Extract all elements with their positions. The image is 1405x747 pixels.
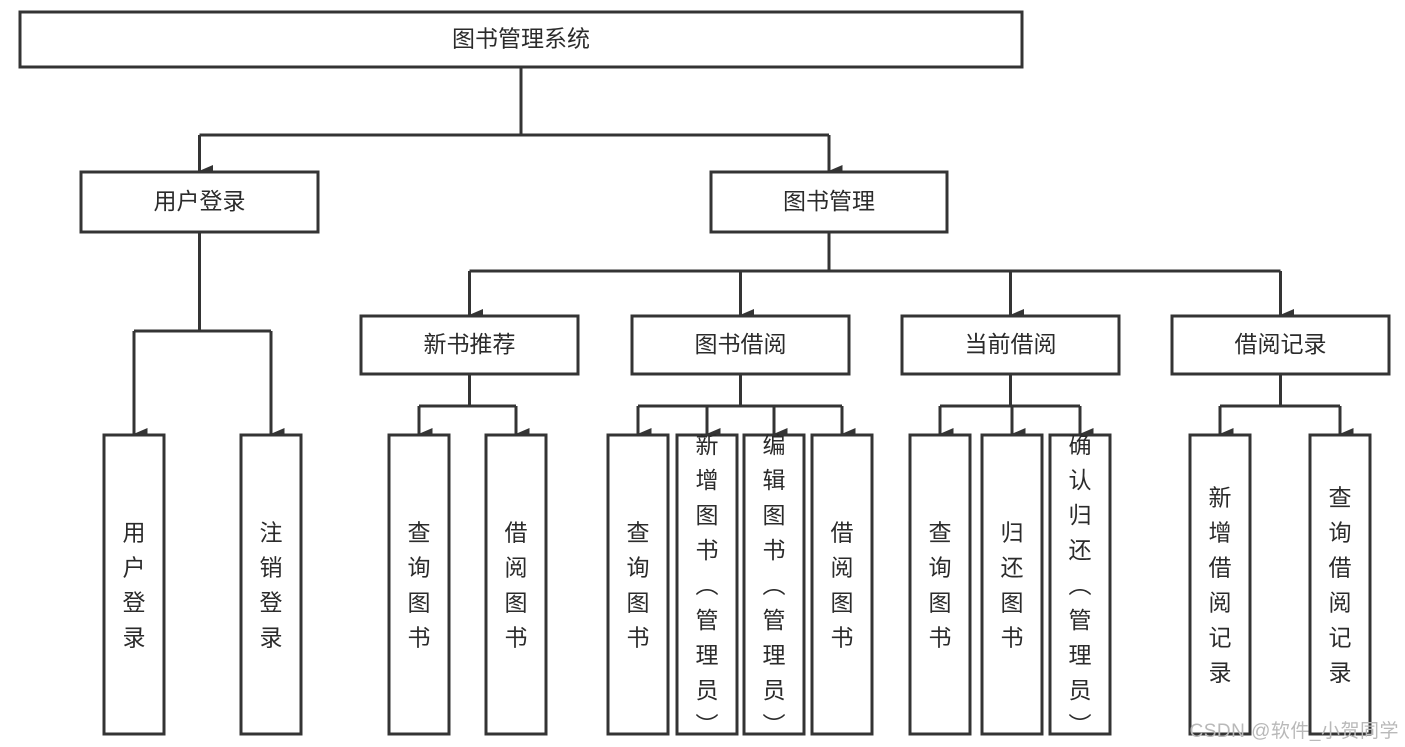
node-leaf-borrow-book[interactable]: 借阅图书: [810, 433, 874, 736]
node-leaf-user-login[interactable]: 用户登录: [102, 433, 166, 736]
node-leaf-add-borrow-record[interactable]: 新增借阅记录: [1188, 433, 1252, 736]
node-label-leaf-add-book-admin: 新增图书︵管理员︶: [696, 432, 719, 738]
node-borrow-records[interactable]: 借阅记录: [1170, 314, 1391, 376]
node-box-book-borrow[interactable]: [630, 314, 851, 376]
node-box-leaf-logout[interactable]: [239, 433, 303, 736]
node-label-leaf-query-book-current: 查询图书: [929, 520, 952, 651]
node-leaf-borrow-book-recommend[interactable]: 借阅图书: [484, 433, 548, 736]
node-label-leaf-query-book-recommend: 查询图书: [408, 520, 431, 651]
node-box-new-book-recommend[interactable]: [359, 314, 580, 376]
node-leaf-query-borrow-record[interactable]: 查询借阅记录: [1308, 433, 1372, 736]
node-leaf-query-book-borrow[interactable]: 查询图书: [606, 433, 670, 736]
node-box-user-login[interactable]: [79, 170, 320, 234]
connector-links: [132, 67, 1354, 440]
node-book-management[interactable]: 图书管理: [709, 170, 949, 234]
node-box-leaf-add-book-admin[interactable]: [675, 433, 739, 736]
node-root[interactable]: 图书管理系统: [18, 10, 1024, 69]
node-label-leaf-edit-book-admin: 编辑图书︵管理员︶: [763, 432, 786, 738]
node-leaf-query-book-current[interactable]: 查询图书: [908, 433, 972, 736]
node-box-leaf-query-book-borrow[interactable]: [606, 433, 670, 736]
node-box-leaf-query-book-recommend[interactable]: [387, 433, 451, 736]
node-label-leaf-return-book: 归还图书: [1001, 520, 1024, 651]
node-label-leaf-query-book-borrow: 查询图书: [627, 520, 650, 651]
node-leaf-add-book-admin[interactable]: 新增图书︵管理员︶: [675, 432, 739, 738]
node-box-leaf-borrow-book[interactable]: [810, 433, 874, 736]
watermark-text: CSDN @软件_小贺同学: [1189, 721, 1399, 742]
node-box-leaf-query-borrow-record[interactable]: [1308, 433, 1372, 736]
node-box-leaf-query-book-current[interactable]: [908, 433, 972, 736]
node-box-leaf-add-borrow-record[interactable]: [1188, 433, 1252, 736]
node-label-user-login: 用户登录: [154, 188, 246, 214]
node-box-current-borrow[interactable]: [900, 314, 1121, 376]
node-label-leaf-borrow-book-recommend: 借阅图书: [505, 520, 528, 651]
node-label-leaf-add-borrow-record: 新增借阅记录: [1209, 485, 1232, 686]
node-label-book-management: 图书管理: [783, 188, 875, 214]
node-label-root: 图书管理系统: [452, 26, 590, 52]
node-box-leaf-edit-book-admin[interactable]: [742, 433, 806, 736]
node-leaf-edit-book-admin[interactable]: 编辑图书︵管理员︶: [742, 432, 806, 738]
node-label-leaf-user-login: 用户登录: [123, 520, 146, 651]
node-leaf-return-book[interactable]: 归还图书: [980, 433, 1044, 736]
node-label-leaf-borrow-book: 借阅图书: [831, 520, 854, 651]
node-box-leaf-borrow-book-recommend[interactable]: [484, 433, 548, 736]
node-label-leaf-query-borrow-record: 查询借阅记录: [1329, 485, 1352, 686]
node-boxes: 图书管理系统用户登录图书管理新书推荐图书借阅当前借阅借阅记录用户登录注销登录查询…: [18, 10, 1391, 738]
node-new-book-recommend[interactable]: 新书推荐: [359, 314, 580, 376]
node-current-borrow[interactable]: 当前借阅: [900, 314, 1121, 376]
node-label-leaf-logout: 注销登录: [260, 520, 283, 651]
node-box-book-management[interactable]: [709, 170, 949, 234]
node-label-new-book-recommend: 新书推荐: [424, 331, 516, 357]
node-user-login[interactable]: 用户登录: [79, 170, 320, 234]
node-label-current-borrow: 当前借阅: [965, 331, 1057, 357]
node-leaf-query-book-recommend[interactable]: 查询图书: [387, 433, 451, 736]
node-box-root[interactable]: [18, 10, 1024, 69]
node-box-leaf-user-login[interactable]: [102, 433, 166, 736]
node-leaf-logout[interactable]: 注销登录: [239, 433, 303, 736]
node-label-borrow-records: 借阅记录: [1235, 331, 1327, 357]
node-leaf-confirm-return-admin[interactable]: 确认归还︵管理员︶: [1048, 432, 1112, 738]
node-box-leaf-return-book[interactable]: [980, 433, 1044, 736]
node-box-leaf-confirm-return-admin[interactable]: [1048, 433, 1112, 736]
node-label-leaf-confirm-return-admin: 确认归还︵管理员︶: [1069, 432, 1092, 738]
node-book-borrow[interactable]: 图书借阅: [630, 314, 851, 376]
node-box-borrow-records[interactable]: [1170, 314, 1391, 376]
node-label-book-borrow: 图书借阅: [695, 331, 787, 357]
